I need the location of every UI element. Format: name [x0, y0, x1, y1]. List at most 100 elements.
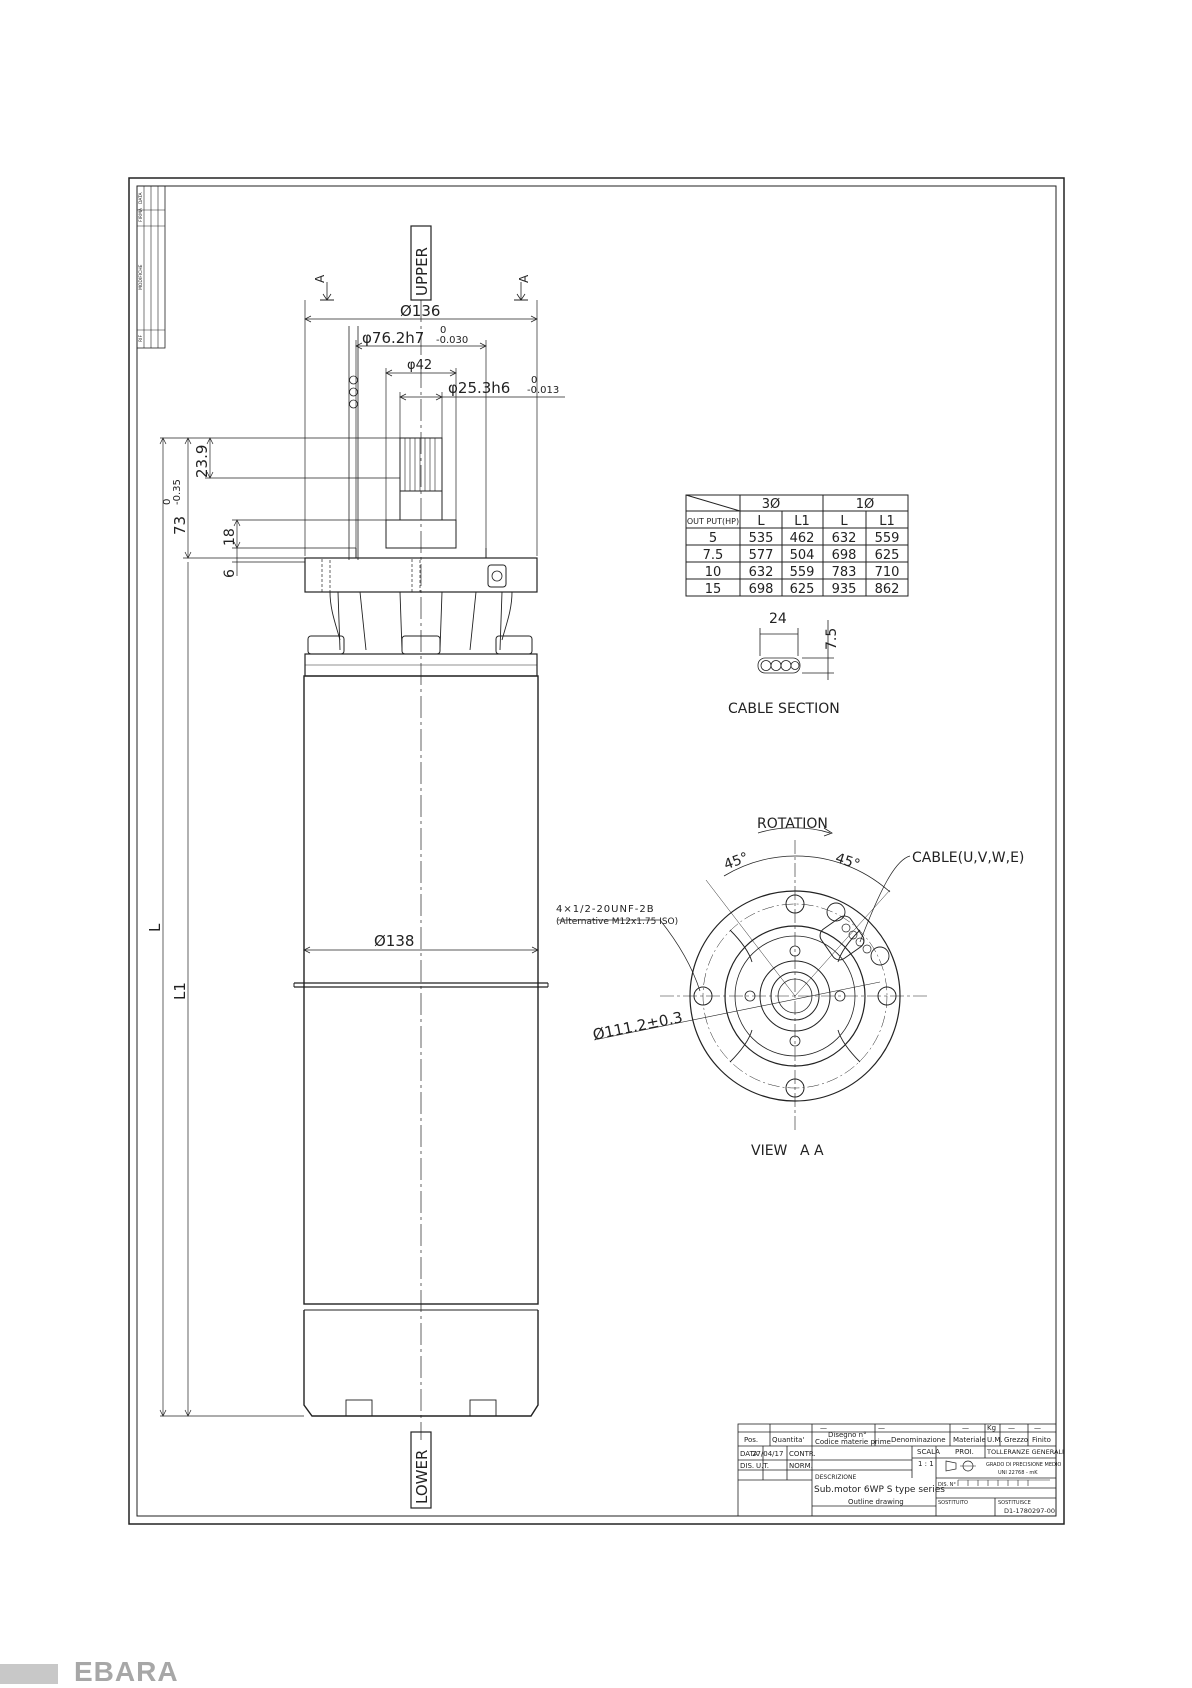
table-cell: 535 [749, 531, 774, 546]
angle-label-left: 45° [722, 850, 751, 874]
revision-modifiche-label: MODIFICHE [138, 264, 144, 290]
table-row-hp: 15 [705, 582, 722, 597]
upper-label: UPPER [413, 247, 431, 296]
table-cell: 625 [875, 548, 900, 563]
title-block: — — — Kg — — Pos. Quantita' Disegno n° C… [737, 1423, 1064, 1517]
tb-desc-value: Sub.motor 6WP S type series [814, 1485, 945, 1495]
tb-contr: CONTR. [789, 1450, 816, 1458]
table-cell: 935 [832, 582, 857, 597]
rotation-label: ROTATION [757, 816, 828, 832]
dim-d762-tol-upper: 0 [440, 325, 446, 336]
cable-dim-h: 7.5 [824, 628, 840, 650]
tb-dash: — [820, 1424, 827, 1432]
table-cell: 632 [832, 531, 857, 546]
dim-d138: Ø138 [374, 932, 414, 950]
tb-norm: NORM. [789, 1462, 813, 1470]
table-cell: 698 [749, 582, 774, 597]
dim-d762: φ76.2h7 [362, 329, 424, 347]
tb-dis-n: DIS. N° [938, 1482, 956, 1488]
revision-block: DATA FIRMA MODIFICHE RIF [136, 185, 166, 349]
tb-finito: Finito [1032, 1436, 1051, 1444]
dim-L: L [146, 923, 164, 932]
cable-section: 24 7.5 CABLE SECTION [728, 611, 840, 717]
tb-data-value: 27/04/17 [752, 1450, 783, 1458]
footer-brand-bar [0, 1664, 58, 1684]
dim-d136: Ø136 [400, 302, 440, 320]
angle-label-right: 45° [833, 850, 862, 873]
table-col-L1-3ph: L1 [794, 514, 810, 529]
tb-scala-value: 1 : 1 [918, 1460, 934, 1468]
tb-dash: — [1008, 1424, 1015, 1432]
table-cell: 625 [790, 582, 815, 597]
dim-d762-tol-lower: -0.030 [436, 335, 468, 346]
tb-dash: — [878, 1424, 885, 1432]
table-output-label: OUT PUT(HP) [687, 517, 739, 526]
dim-v73: 73 [171, 516, 189, 535]
tb-ut: U.T. [756, 1462, 769, 1470]
tb-dis: DIS. [740, 1462, 754, 1470]
cable-section-label: CABLE SECTION [728, 701, 840, 717]
dim-d253-tol-lower: -0.013 [527, 385, 559, 396]
dim-v6: 6 [222, 569, 238, 578]
tb-quantita: Quantita' [772, 1436, 804, 1444]
dim-v18: 18 [222, 528, 238, 546]
table-cell: 862 [875, 582, 900, 597]
tb-data-label: DATA [740, 1450, 758, 1458]
dim-d253: φ25.3h6 [448, 379, 510, 397]
tb-disegno-1: Disegno n° [828, 1431, 867, 1439]
tb-um: U.M. [987, 1436, 1003, 1444]
table-cell: 710 [875, 565, 900, 580]
tb-denominazione: Denominazione [891, 1436, 946, 1444]
table-cell: 577 [749, 548, 774, 563]
view-label: VIEW [751, 1143, 788, 1159]
table-header-3ph: 3Ø [762, 497, 781, 512]
pcd-label: Ø111.2±0.3 [591, 1008, 684, 1044]
table-cell: 504 [790, 548, 815, 563]
dim-d42: φ42 [407, 358, 432, 373]
section-mark-left: A [313, 274, 327, 283]
tb-pos: Pos. [744, 1436, 758, 1444]
tb-descrizione: DESCRIZIONE [815, 1474, 856, 1481]
view-a-a: ROTATION 45° 45° CABLE(U,V,W,E) 4×1/2-20… [556, 816, 1024, 1159]
tb-proi: PROI. [955, 1448, 974, 1456]
cable-dim-w: 24 [769, 611, 787, 627]
ebara-logo: EBARA [74, 1656, 179, 1687]
tb-grezzo: Grezzo [1004, 1436, 1028, 1444]
tb-uni: UNI 22768 - mK [998, 1470, 1038, 1476]
tb-dash: — [1034, 1424, 1041, 1432]
table-cell: 559 [790, 565, 815, 580]
motor-side-view: UPPER A A [293, 225, 549, 1509]
dimension-table: 3Ø 1Ø OUT PUT(HP) L L1 L L1 5 535 462 63… [685, 494, 909, 597]
dimension-lines [159, 300, 565, 1417]
table-col-L-1ph: L [840, 514, 848, 529]
upper-label-box [410, 225, 432, 301]
tb-sostituito: SOSTITUITO [938, 1500, 968, 1506]
tb-toll: TOLLERANZE GENERALI [986, 1448, 1064, 1456]
revision-data-label: DATA [138, 191, 144, 204]
dim-d253-tol-upper: 0 [531, 375, 537, 386]
revision-rif-label: RIF [138, 335, 144, 342]
table-cell: 462 [790, 531, 815, 546]
inner-border [136, 185, 1057, 1517]
thread-note-1: 4×1/2-20UNF-2B [556, 904, 655, 915]
cable-label: CABLE(U,V,W,E) [912, 850, 1024, 866]
lower-label: LOWER [413, 1450, 431, 1504]
table-col-L-3ph: L [757, 514, 765, 529]
table-cell: 698 [832, 548, 857, 563]
table-cell: 632 [749, 565, 774, 580]
revision-firma-label: FIRMA [138, 207, 144, 222]
tb-grado: GRADO DI PRECISIONE MEDIO [986, 1462, 1061, 1468]
table-col-L1-1ph: L1 [879, 514, 895, 529]
tb-outline: Outline drawing [848, 1498, 904, 1506]
dim-v73-tol-lower: -0.35 [172, 479, 183, 505]
lower-label-box [410, 1431, 432, 1509]
table-cell: 559 [875, 531, 900, 546]
dim-L1: L1 [171, 982, 189, 1000]
tb-sostituisce: SOSTITUISCE [998, 1500, 1031, 1506]
tb-kg: Kg [987, 1424, 996, 1432]
spline-shaft [399, 437, 443, 492]
tb-dash: — [962, 1424, 969, 1432]
table-header-1ph: 1Ø [856, 497, 875, 512]
section-mark-right: A [517, 274, 531, 283]
view-mark: A A [800, 1143, 824, 1159]
